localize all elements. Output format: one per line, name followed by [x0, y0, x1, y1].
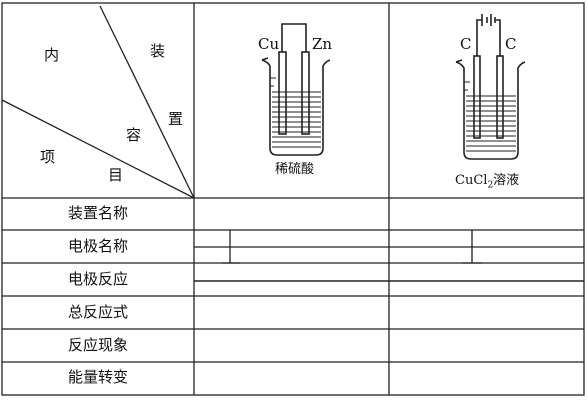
- solution-label-cucl2: CuCl2溶液: [455, 173, 520, 191]
- header-char-zhuang: 装: [150, 42, 166, 60]
- row-label-reaction-phenomenon: 反应现象: [67, 336, 128, 354]
- solution-label-dilute-sulfuric-acid: 稀硫酸: [275, 162, 315, 177]
- header-char-zhi: 置: [168, 110, 184, 128]
- header-char-xiang: 项: [40, 148, 56, 166]
- beaker-electrolysis-icon: [455, 14, 526, 160]
- row-label-electrode-name: 电极名称: [67, 237, 128, 255]
- diagonal-line-upper: [99, 5, 195, 199]
- electrode-label-c-left: C: [460, 35, 472, 53]
- header-char-mu: 目: [108, 166, 124, 184]
- electrode-label-zn: Zn: [312, 35, 333, 53]
- beaker-cu-zn-icon: [261, 23, 331, 156]
- header-char-rong: 容: [126, 126, 142, 144]
- row-label-electrode-reaction: 电极反应: [67, 270, 128, 288]
- row-label-apparatus-name: 装置名称: [67, 204, 128, 222]
- electrode-label-c-right: C: [505, 35, 517, 53]
- row-label-energy-conversion: 能量转变: [67, 368, 128, 386]
- diagonal-line-lower: [1, 99, 195, 199]
- row-label-overall-reaction: 总反应式: [67, 303, 128, 321]
- header-char-nei: 内: [44, 46, 60, 64]
- electrode-label-cu: Cu: [258, 35, 280, 53]
